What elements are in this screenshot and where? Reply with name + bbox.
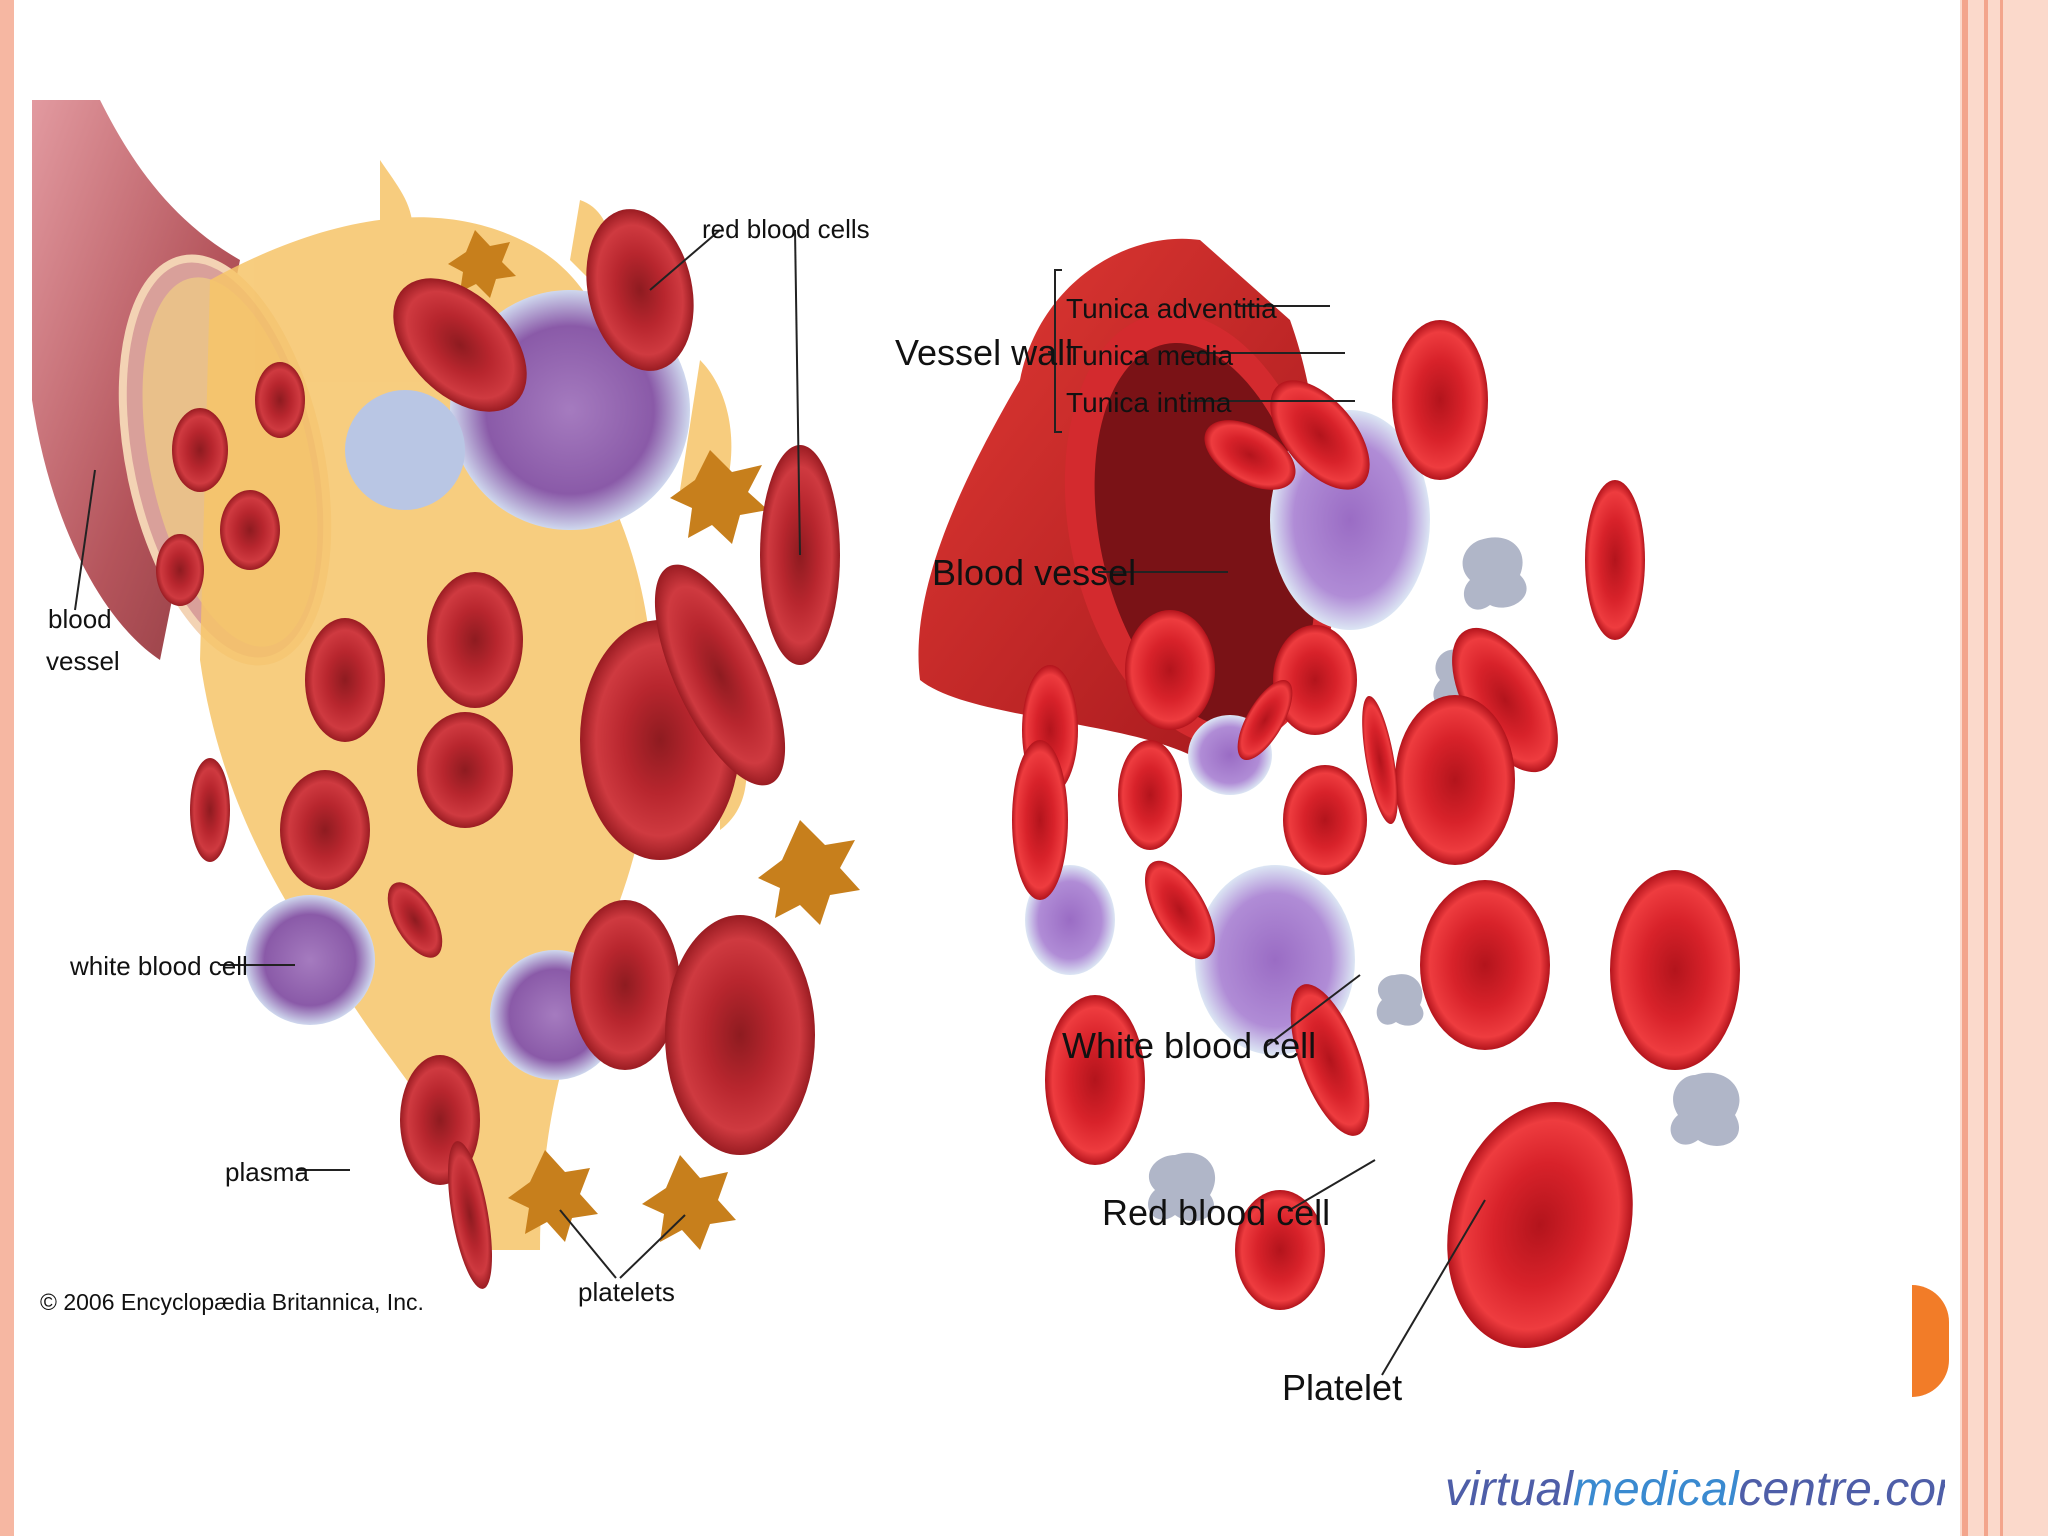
red-blood-cells [1012,320,1740,1348]
label-red-blood-cell: Red blood cell [1102,1192,1330,1233]
frame-stripe-3 [2000,0,2003,1536]
label-white-blood-cell: White blood cell [1062,1025,1316,1066]
label-blood-vessel-line1: blood [48,604,112,634]
label-tunica-intima: Tunica intima [1066,387,1232,418]
leader-lines [74,229,801,1279]
leader-lines [1048,269,1486,1376]
label-blood-vessel: Blood vessel [932,552,1136,593]
label-tunica-media: Tunica media [1066,340,1233,371]
label-platelet: Platelet [1282,1367,1402,1408]
frame-stripe-2 [1984,0,1988,1536]
label-vessel-wall: Vessel wall [895,332,1073,373]
copyright-text: © 2006 Encyclopædia Britannica, Inc. [40,1289,424,1315]
right-frame-stripes [1960,0,2048,1536]
blood-vessel-illustration: Vessel wall Tunica adventitia Tunica med… [870,200,1945,1536]
label-tunica-adventitia: Tunica adventitia [1066,293,1277,324]
platelets [448,230,860,1250]
red-blood-cells [156,209,840,1289]
label-plasma: plasma [225,1157,309,1187]
label-red-blood-cells: red blood cells [702,214,870,244]
label-platelets: platelets [578,1277,675,1307]
label-blood-vessel-line2: vessel [46,646,120,676]
label-white-blood-cell: white blood cell [69,951,248,981]
frame-stripe-1 [1962,0,1968,1536]
slide-accent-tab [1912,1285,1949,1397]
left-frame-stripe [0,0,14,1536]
blood-composition-illustration: red blood cells blood vessel white blood… [20,100,870,1340]
watermark-text: virtualmedicalcentre.com [1445,1463,1945,1516]
